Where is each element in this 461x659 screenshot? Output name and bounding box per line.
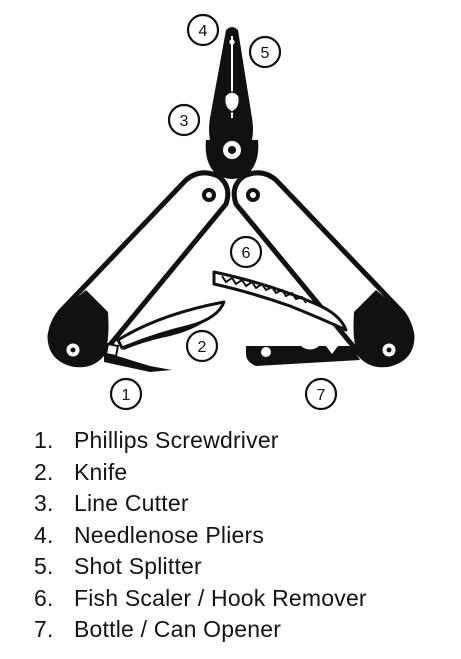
- callout-3: 3: [167, 103, 201, 137]
- callout-3-number: 3: [180, 113, 189, 130]
- callout-2: 2: [185, 329, 219, 363]
- legend-number: 5.: [34, 553, 54, 579]
- callout-7-number: 7: [317, 387, 326, 404]
- callout-6-number: 6: [242, 245, 251, 262]
- legend-number: 7.: [34, 616, 54, 642]
- legend-label: Knife: [74, 458, 128, 485]
- callout-5: 5: [248, 35, 282, 69]
- legend-number: 2.: [34, 458, 54, 485]
- legend-item: 2. Knife: [34, 457, 367, 489]
- callout-4: 4: [186, 13, 220, 47]
- legend-item: 3. Line Cutter: [34, 488, 367, 520]
- bottle-can-opener: [246, 345, 360, 366]
- legend-label: Bottle / Can Opener: [74, 616, 282, 642]
- callout-1-number: 1: [122, 387, 131, 404]
- tool-legend: 1. Phillips Screwdriver 2. Knife 3. Line Cu…: [34, 425, 367, 646]
- legend-label: Phillips Screwdriver: [74, 427, 279, 453]
- legend-label: Fish Scaler / Hook Remover: [74, 584, 367, 611]
- callout-5-number: 5: [261, 45, 270, 62]
- legend-item: 4. Needlenose Pliers: [34, 520, 367, 552]
- callout-7: 7: [304, 377, 338, 411]
- knife-blade: [116, 300, 226, 350]
- legend-number: 6.: [34, 584, 54, 611]
- callout-2-number: 2: [198, 339, 207, 356]
- legend-number: 3.: [34, 490, 54, 516]
- legend-number: 4.: [34, 521, 54, 548]
- callout-4-number: 4: [199, 23, 208, 40]
- legend-item: 5. Shot Splitter: [34, 551, 367, 583]
- legend-label: Line Cutter: [74, 490, 189, 516]
- callout-6: 6: [229, 235, 263, 269]
- legend-item: 7. Bottle / Can Opener: [34, 614, 367, 646]
- legend-item: 6. Fish Scaler / Hook Remover: [34, 583, 367, 615]
- legend-label: Needlenose Pliers: [74, 521, 265, 548]
- phillips-screwdriver: [104, 342, 172, 372]
- callout-1: 1: [109, 377, 143, 411]
- legend-number: 1.: [34, 427, 54, 453]
- legend-item: 1. Phillips Screwdriver: [34, 425, 367, 457]
- right-handle: [231, 170, 415, 368]
- fish-scaler: [212, 270, 348, 332]
- needlenose-pliers-jaws: [205, 27, 259, 179]
- legend-label: Shot Splitter: [74, 553, 202, 579]
- multitool-diagram: 1 2 3 4 5 6 7: [47, 13, 415, 411]
- left-handle: [47, 170, 231, 368]
